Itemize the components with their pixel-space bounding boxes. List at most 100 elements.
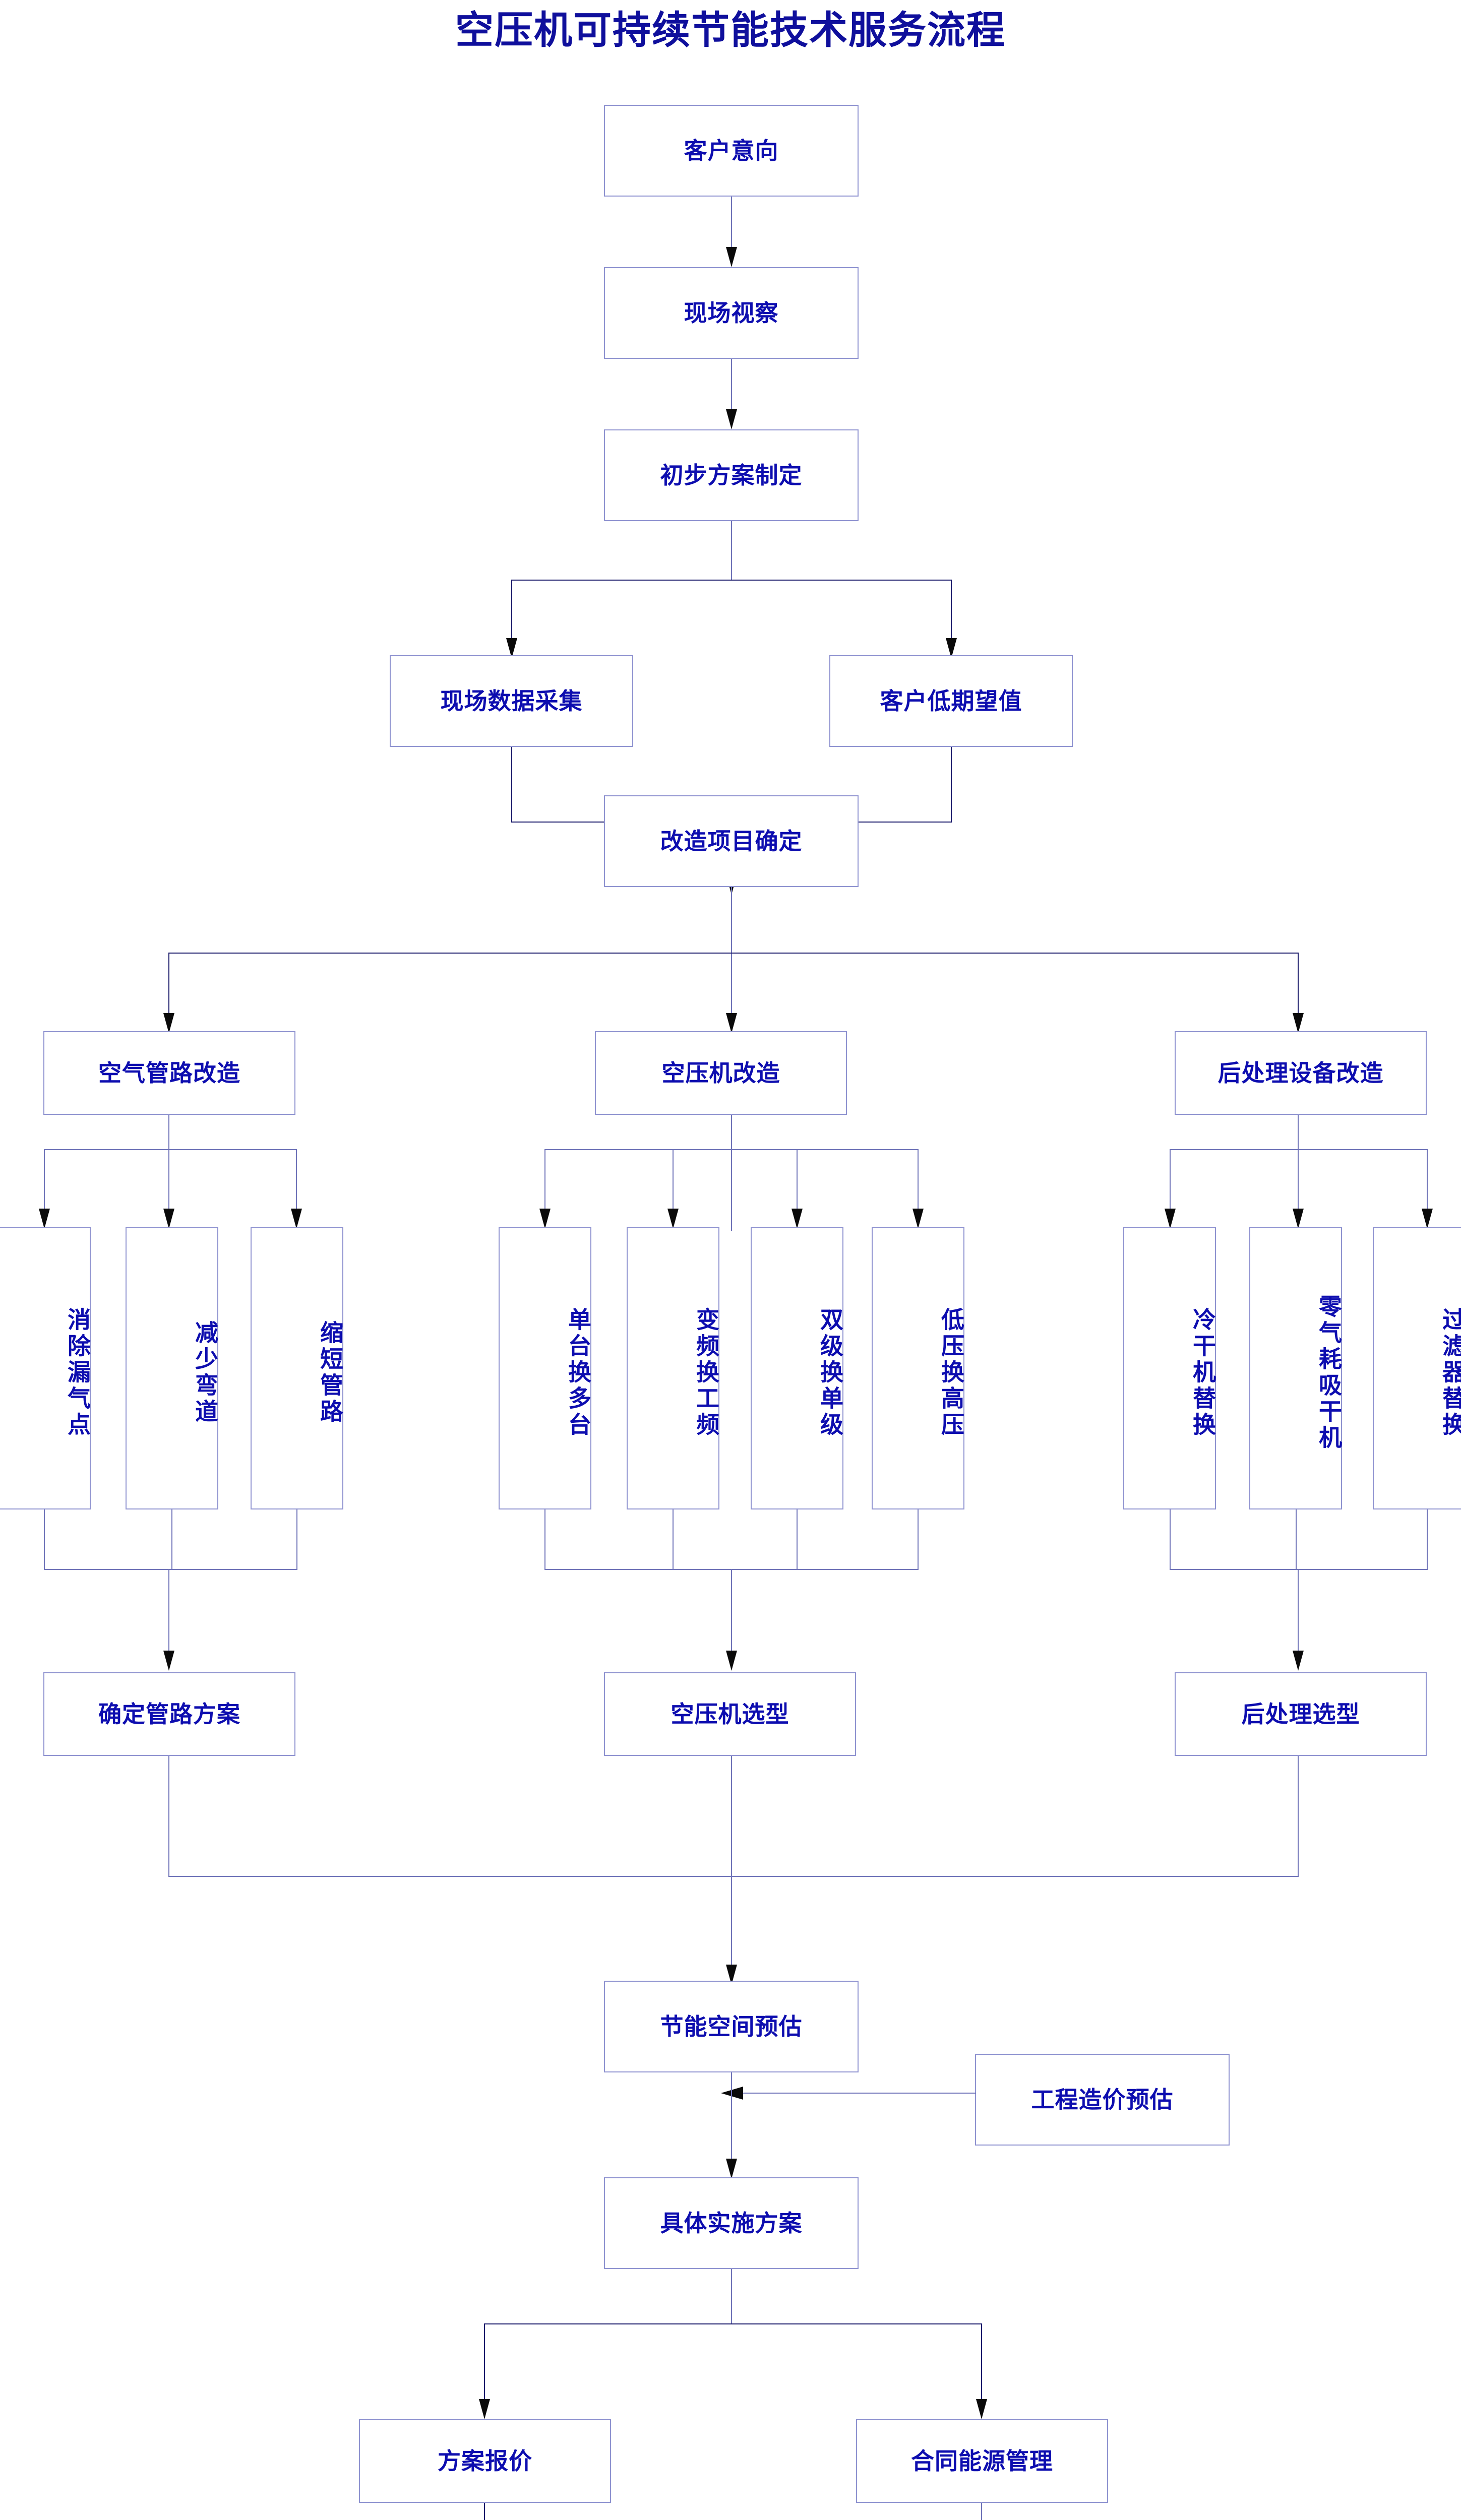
connector-split-left-1 bbox=[511, 580, 512, 643]
connector-n3-down bbox=[731, 521, 732, 581]
node-energy-saving-estimate[interactable]: 节能空间预估 bbox=[604, 1981, 859, 2072]
arrowhead-b2-out bbox=[726, 1651, 737, 1671]
node-reduce-bends[interactable]: 减少弯道 bbox=[126, 1227, 219, 1509]
connector-b1b-down bbox=[171, 1509, 172, 1570]
arrowhead-n1-n2 bbox=[726, 247, 737, 267]
connector-b1-c bbox=[296, 1149, 297, 1225]
connector-split-left-2 bbox=[484, 2323, 485, 2407]
node-contract-energy-management[interactable]: 合同能源管理 bbox=[856, 2419, 1108, 2503]
node-implementation-plan[interactable]: 具体实施方案 bbox=[604, 2177, 859, 2269]
node-eliminate-leak-points[interactable]: 消除漏气点 bbox=[0, 1227, 91, 1509]
connector-b2b-down bbox=[673, 1509, 674, 1570]
connector-split-right-2 bbox=[981, 2323, 982, 2407]
arrowhead-n2-n3 bbox=[726, 409, 737, 429]
connector-b1a-down bbox=[44, 1509, 45, 1570]
node-zero-purge-adsorption-dryer[interactable]: 零气耗吸干机 bbox=[1249, 1227, 1343, 1509]
arrowhead-to-low-expectation bbox=[946, 638, 957, 658]
connector-b3-a bbox=[1170, 1149, 1171, 1225]
connector-b1-a bbox=[44, 1149, 45, 1225]
node-posttreatment-retrofit[interactable]: 后处理设备改造 bbox=[1175, 1031, 1427, 1115]
node-vfd-to-fixed-speed[interactable]: 变频换工频 bbox=[627, 1227, 720, 1509]
node-cost-estimate[interactable]: 工程造价预估 bbox=[975, 2054, 1230, 2146]
connector-split-right-1 bbox=[951, 580, 952, 643]
connector-b1-bar bbox=[44, 1149, 296, 1150]
node-two-stage-to-single-stage[interactable]: 双级换单级 bbox=[751, 1227, 844, 1509]
arrowhead-to-data-collection bbox=[506, 638, 517, 658]
connector-b2-c bbox=[797, 1149, 798, 1225]
connector-b1-merge-bar bbox=[44, 1569, 297, 1570]
node-air-pipe-retrofit[interactable]: 空气管路改造 bbox=[43, 1031, 295, 1115]
connector-b2a-down bbox=[544, 1509, 545, 1570]
connector-split-bar-1 bbox=[511, 580, 952, 581]
page-title: 空压机可持续节能技术服务流程 bbox=[455, 8, 1006, 52]
node-low-to-high-pressure[interactable]: 低压换高压 bbox=[872, 1227, 965, 1509]
connector-b2c-down bbox=[797, 1509, 798, 1570]
connector-b2-d bbox=[918, 1149, 919, 1225]
connector-b2-merge-down bbox=[731, 1569, 732, 1660]
node-compressor-selection[interactable]: 空压机选型 bbox=[604, 1672, 856, 1756]
connector-n1-n2 bbox=[731, 197, 732, 252]
node-project-confirmed[interactable]: 改造项目确定 bbox=[604, 795, 859, 887]
connector-3way-merge-down bbox=[731, 1876, 732, 1977]
node-compressor-retrofit[interactable]: 空压机改造 bbox=[595, 1031, 847, 1115]
node-site-data-collection[interactable]: 现场数据采集 bbox=[390, 655, 633, 747]
node-filter-replacement[interactable]: 过滤器替换 bbox=[1373, 1227, 1461, 1509]
connector-b2-down bbox=[731, 1115, 732, 1231]
connector-cost-to-main bbox=[741, 2093, 976, 2094]
arrowhead-b1-a bbox=[39, 1209, 50, 1229]
connector-merge-left-1 bbox=[511, 747, 512, 823]
arrowhead-to-posttreat-branch bbox=[1293, 1013, 1304, 1033]
node-refrigerated-dryer-replacement[interactable]: 冷干机替换 bbox=[1123, 1227, 1216, 1509]
connector-b1out-down bbox=[168, 1756, 169, 1877]
connector-b3-down bbox=[1298, 1115, 1299, 1231]
node-confirm-pipe-plan[interactable]: 确定管路方案 bbox=[43, 1672, 295, 1756]
node-site-survey[interactable]: 现场视察 bbox=[604, 267, 859, 359]
node-preliminary-plan[interactable]: 初步方案制定 bbox=[604, 429, 859, 521]
connector-b3-bar bbox=[1170, 1149, 1428, 1150]
arrowhead-b3-c bbox=[1422, 1209, 1433, 1229]
connector-n6-down bbox=[731, 887, 732, 1013]
connector-b1c-down bbox=[296, 1509, 297, 1570]
connector-b2-b bbox=[673, 1149, 674, 1225]
connector-split-bar-2 bbox=[484, 2323, 982, 2324]
arrowhead-b3-b bbox=[1293, 1209, 1304, 1229]
arrowhead-b2-b bbox=[667, 1209, 679, 1229]
connector-b3-c bbox=[1427, 1149, 1428, 1225]
connector-3way-merge-bar bbox=[168, 1876, 1299, 1877]
connector-emc-down bbox=[981, 2503, 982, 2520]
node-single-to-multi-unit[interactable]: 单台换多台 bbox=[499, 1227, 592, 1509]
arrowhead-b3-a bbox=[1165, 1209, 1176, 1229]
node-customer-intent[interactable]: 客户意向 bbox=[604, 105, 859, 197]
connector-b2out-down bbox=[731, 1756, 732, 1877]
arrowhead-b1-out bbox=[163, 1651, 174, 1671]
connector-merge-right-1 bbox=[951, 747, 952, 823]
arrowhead-to-emc bbox=[976, 2399, 987, 2419]
arrowhead-to-plan-quotation bbox=[479, 2399, 490, 2419]
node-customer-low-expectation[interactable]: 客户低期望值 bbox=[829, 655, 1073, 747]
connector-b3-merge-bar bbox=[1170, 1569, 1428, 1570]
arrowhead-b2-d bbox=[912, 1209, 924, 1229]
node-posttreatment-selection[interactable]: 后处理选型 bbox=[1175, 1672, 1427, 1756]
arrowhead-b2-a bbox=[539, 1209, 551, 1229]
connector-b2d-down bbox=[918, 1509, 919, 1570]
connector-n10-n11 bbox=[484, 2503, 485, 2520]
connector-b2-a bbox=[544, 1149, 545, 1225]
arrowhead-to-compressor-branch bbox=[726, 1013, 737, 1033]
node-shorten-pipe[interactable]: 缩短管路 bbox=[251, 1227, 344, 1509]
connector-n9-down bbox=[731, 2269, 732, 2324]
connector-b3a-down bbox=[1170, 1509, 1171, 1570]
connector-b1-down bbox=[168, 1115, 169, 1231]
connector-b3c-down bbox=[1427, 1509, 1428, 1570]
connector-split-bar-3way bbox=[168, 953, 1299, 954]
arrowhead-to-implementation-plan bbox=[726, 2159, 737, 2179]
arrowhead-b1-c bbox=[291, 1209, 302, 1229]
arrowhead-b1-b bbox=[163, 1209, 174, 1229]
arrowhead-to-pipe-branch bbox=[163, 1013, 174, 1033]
connector-b3-merge-down bbox=[1298, 1569, 1299, 1660]
connector-split-left-3way bbox=[168, 953, 169, 1018]
connector-b3b-down bbox=[1296, 1509, 1297, 1570]
connector-b2-bar bbox=[544, 1149, 919, 1150]
arrowhead-b3-out bbox=[1293, 1651, 1304, 1671]
node-plan-quotation[interactable]: 方案报价 bbox=[359, 2419, 611, 2503]
